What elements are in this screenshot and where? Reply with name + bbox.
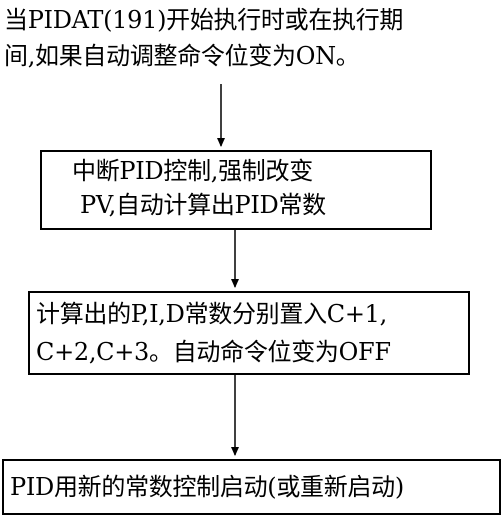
step-2-line-1: 计算出的P,I,D常数分别置入C+1, (36, 300, 387, 328)
step-3-line-1: PID用新的常数控制启动(或重新启动) (10, 473, 404, 501)
step-3-box: PID用新的常数控制启动(或重新启动) (2, 459, 501, 515)
intro-text: 当PIDAT(191)开始执行时或在执行期 间,如果自动调整命令位变为ON。 (4, 2, 500, 74)
step-1-box: 中断PID控制,强制改变 PV,自动计算出PID常数 (40, 150, 432, 230)
intro-line-2: 间,如果自动调整命令位变为ON。 (4, 42, 360, 70)
step-2-box: 计算出的P,I,D常数分别置入C+1, C+2,C+3。自动命令位变为OFF (28, 291, 470, 375)
intro-line-1: 当PIDAT(191)开始执行时或在执行期 (4, 6, 404, 34)
step-1-line-1: 中断PID控制,强制改变 (72, 157, 313, 185)
step-1-line-2: PV,自动计算出PID常数 (80, 191, 326, 219)
step-2-line-2: C+2,C+3。自动命令位变为OFF (36, 338, 391, 366)
